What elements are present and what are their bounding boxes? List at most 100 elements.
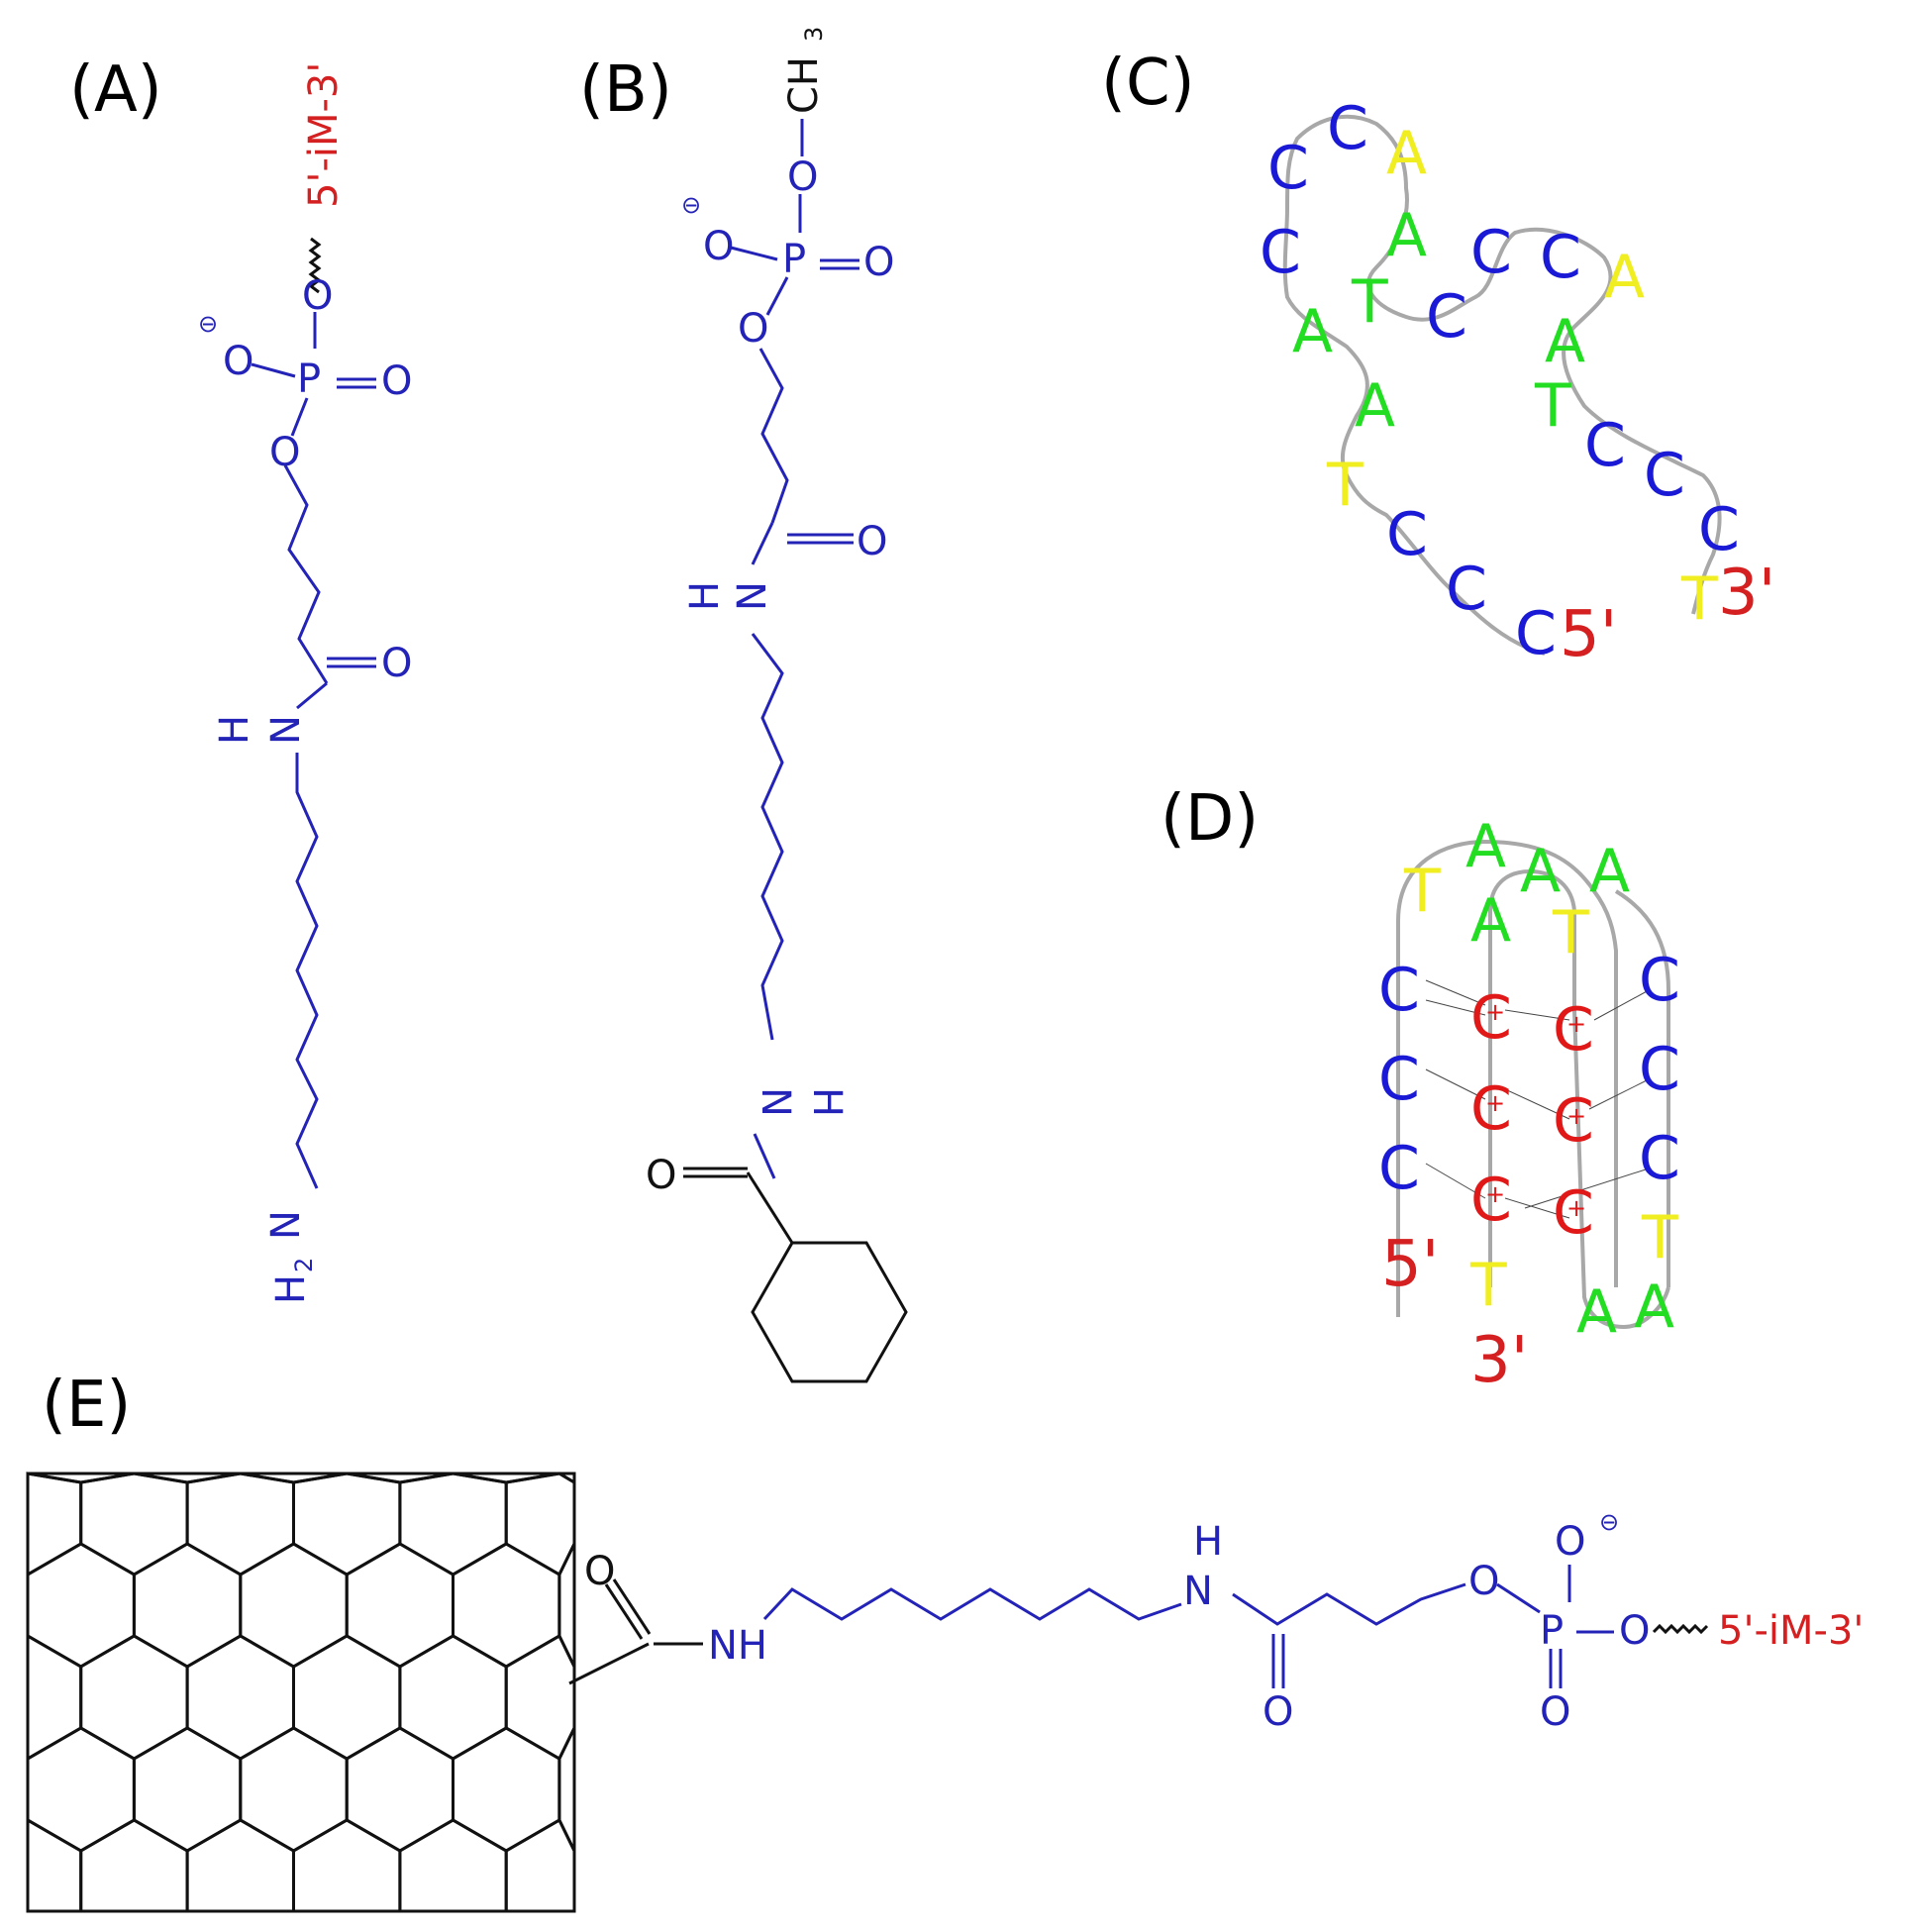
nanotube-hexagon	[239, 1542, 349, 1669]
panel-b-label: (B)	[579, 53, 672, 127]
panel-e-strand-label: 5'-iM-3'	[1718, 1608, 1864, 1654]
panel-a-phosphate-o-left: O	[223, 339, 253, 384]
nanotube-hexagon	[185, 1818, 295, 1913]
panel-b-cyclohexyl	[683, 1167, 908, 1383]
panel-a-linker-bonds	[251, 312, 376, 1189]
nanotube-hexagon	[398, 1472, 508, 1576]
panel-c-base-19: C	[1584, 411, 1626, 480]
panel-b-phosphate-o-left: O	[703, 224, 734, 269]
panel-a-amide-h: H	[212, 715, 257, 745]
nanotube-hexagon	[185, 1634, 295, 1761]
panel-d-outer-left-3: C	[1378, 1134, 1420, 1203]
panel-c-base-5: A	[1355, 371, 1395, 441]
nanotube-hexagon	[398, 1818, 508, 1913]
panel-a-amine-n: N	[263, 1210, 309, 1240]
nanotube-hexagon	[26, 1633, 83, 1762]
panel-c-label: (C)	[1101, 47, 1195, 120]
panel-e-charge: ⊖	[1599, 1508, 1619, 1536]
panel-a-phosphate-o-right: O	[381, 358, 412, 404]
panel-d-loop-top-2: A	[1465, 812, 1506, 881]
panel-c-base-12: T	[1351, 267, 1388, 337]
nanotube-hexagon	[452, 1542, 561, 1669]
panel-d-end-5: 5'	[1381, 1228, 1439, 1301]
panel-e-h2: H	[1193, 1519, 1223, 1565]
nanotube-hexagon	[292, 1634, 402, 1761]
panel-c-base-6: T	[1326, 451, 1364, 520]
panel-d-inner-right-1: C	[1553, 995, 1594, 1065]
panel-b-amide1-n: N	[730, 581, 775, 611]
nanotube-hexagon	[79, 1472, 189, 1576]
nanotube-hexagon	[132, 1542, 243, 1669]
nanotube-hexagon	[504, 1633, 576, 1762]
nanotube-hexagon	[79, 1634, 189, 1761]
panel-b-charge: ⊖	[681, 191, 701, 219]
panel-d-outer-right-3: C	[1639, 1124, 1680, 1193]
nanotube-hexagon	[292, 1472, 402, 1576]
nanotube-hexagon	[345, 1726, 454, 1853]
panel-c-base-15: C	[1540, 223, 1581, 292]
panel-b-amide2-h: H	[804, 1087, 850, 1117]
panel-a-phosphate-o-bottom: O	[269, 430, 300, 475]
panel-d-outer-right-1: C	[1639, 946, 1680, 1015]
panel-a: (A) 5'-iM-3' O P O O ⊖ O O N	[69, 53, 412, 1304]
panel-c-base-14: C	[1470, 218, 1512, 287]
panel-d-outer-left-2: C	[1378, 1045, 1420, 1114]
panel-c-base-18: T	[1534, 371, 1571, 441]
panel-b: (B) CH 3 O P O O ⊖ O O N H	[579, 27, 908, 1383]
panel-d-loop-top-5: A	[1470, 886, 1511, 956]
nanotube-hexagon	[26, 1542, 136, 1669]
panel-c-base-9: C	[1515, 599, 1557, 668]
panel-d-plus-2: +	[1566, 1010, 1586, 1038]
panel-b-phosphate-p: P	[782, 237, 806, 282]
panel-d-inner-right-2: C	[1553, 1086, 1594, 1156]
panel-e-n2: N	[1183, 1569, 1213, 1614]
panel-a-wavy-bond	[308, 237, 322, 294]
panel-e-carbonyl-bonds	[568, 1578, 652, 1685]
panel-e-carbonyl-o: O	[584, 1549, 615, 1594]
panel-c-end-3: 3'	[1718, 557, 1775, 630]
nanotube-hexagon	[26, 1817, 83, 1913]
panel-d-loop-top-4: A	[1589, 837, 1630, 906]
panel-b-linker-bonds	[730, 194, 859, 1179]
nanotube-hexagon	[398, 1634, 508, 1761]
panel-d-plus-3: +	[1485, 1089, 1505, 1117]
nanotube-hexagon	[185, 1472, 295, 1576]
panel-e-wavy-bond	[1652, 1623, 1709, 1635]
panel-c: (C) C C C A A T C C C A A T C C C A A T …	[1101, 47, 1775, 671]
panel-e-o-bottom: O	[1540, 1689, 1570, 1735]
panel-c-base-16: A	[1604, 243, 1645, 312]
panel-a-phosphate-p: P	[297, 356, 321, 402]
panel-d-backbone	[1396, 839, 1670, 1330]
panel-b-methyl: CH	[781, 56, 827, 114]
panel-b-methyl-sub: 3	[800, 27, 828, 42]
panel-d-loop-bottom-3: A	[1634, 1272, 1674, 1342]
panel-c-end-5: 5'	[1560, 598, 1617, 671]
panel-c-base-3: C	[1260, 218, 1301, 287]
nanotube-hexagon	[504, 1817, 576, 1913]
panel-a-phosphate-o-top: O	[302, 273, 333, 319]
panel-d-loop-top-1: T	[1403, 857, 1441, 926]
panel-d: (D) C C C C C C C C C C C C +	[1161, 782, 1680, 1397]
panel-a-amine-sub: 2	[290, 1258, 318, 1272]
panel-c-backbone	[1282, 114, 1722, 656]
panel-e-label: (E)	[42, 1369, 131, 1442]
panel-d-outer-right-2: C	[1639, 1035, 1680, 1104]
panel-d-plus-1: +	[1485, 998, 1505, 1026]
panel-c-base-1: C	[1267, 134, 1309, 203]
panel-b-phosphate-o-right: O	[863, 240, 894, 285]
panel-d-loop-top-6: T	[1552, 898, 1589, 967]
nanotube-hexagon	[26, 1726, 136, 1853]
panel-c-base-20: C	[1644, 441, 1685, 510]
panel-d-plus-5: +	[1485, 1180, 1505, 1208]
panel-d-loop-bottom-1: T	[1641, 1203, 1678, 1272]
nanotube-hexagon	[292, 1818, 402, 1913]
panel-d-plus-4: +	[1566, 1102, 1586, 1130]
panel-d-inner-left-1: C	[1470, 983, 1512, 1053]
panel-d-label: (D)	[1161, 782, 1259, 856]
panel-c-base-4: A	[1292, 297, 1333, 366]
panel-d-inner-left-2: C	[1470, 1074, 1512, 1144]
panel-c-base-17: A	[1545, 307, 1585, 376]
panel-c-base-2: C	[1327, 94, 1368, 163]
nanotube-hexagon	[79, 1818, 189, 1913]
panel-e-ester-o: O	[1468, 1559, 1499, 1604]
